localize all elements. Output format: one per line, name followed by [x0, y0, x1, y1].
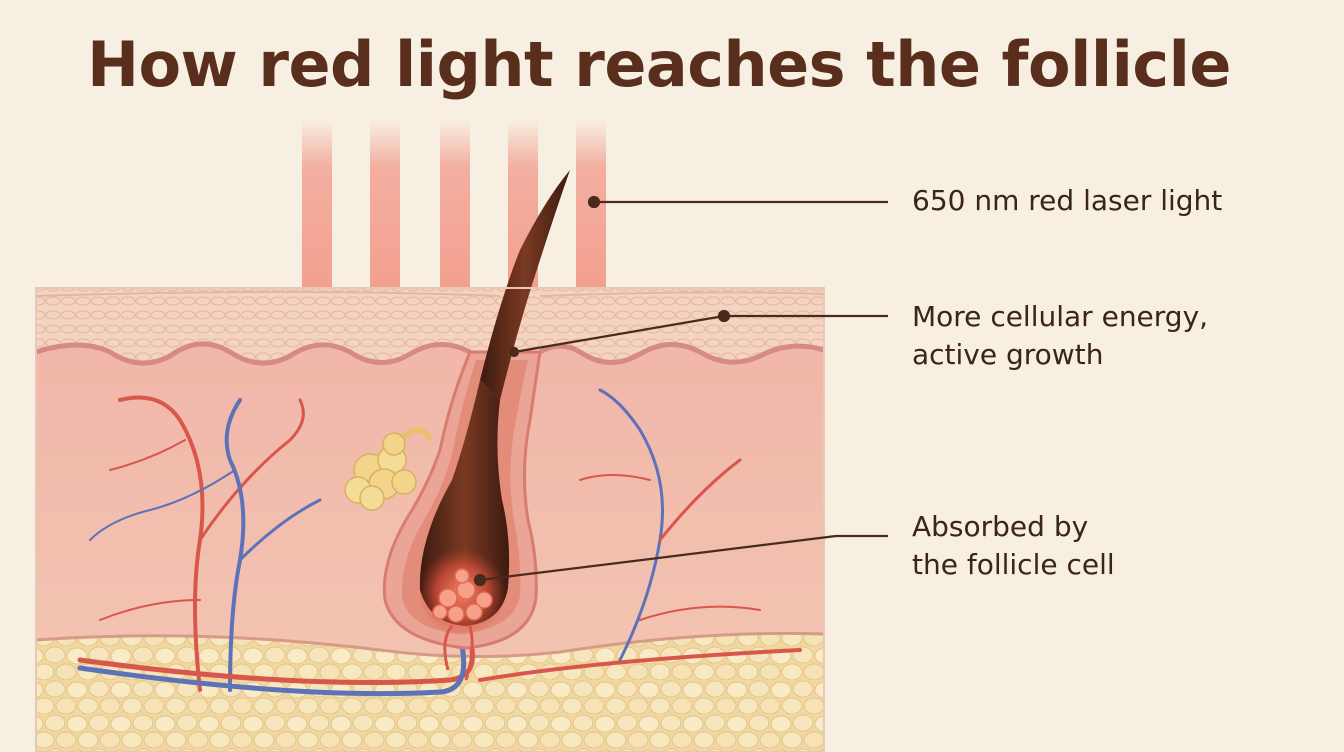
- label-energy-line1: More cellular energy,: [912, 300, 1209, 333]
- epidermis-layer: [36, 288, 824, 364]
- label-absorbed-line2: the follicle cell: [912, 548, 1115, 581]
- leader-absorbed: [479, 534, 837, 582]
- label-absorbed-line1: Absorbed by: [912, 510, 1089, 543]
- label-energy-line2: active growth: [912, 338, 1104, 371]
- label-absorbed-follicle: Absorbed by the follicle cell: [912, 508, 1115, 584]
- laser-beam-1: [302, 120, 332, 310]
- page-title: How red light reaches the follicle: [87, 28, 1231, 101]
- follicle-cells: [432, 568, 493, 623]
- leader-energy-hair-dot: [508, 346, 520, 358]
- label-laser-text: 650 nm red laser light: [912, 184, 1223, 217]
- leader-energy-hair: [513, 314, 725, 354]
- laser-beam-5: [576, 120, 606, 310]
- laser-beam-2: [370, 120, 400, 310]
- label-cellular-energy: More cellular energy, active growth: [912, 298, 1208, 374]
- leader-energy-dot: [717, 309, 731, 323]
- label-laser-light: 650 nm red laser light: [912, 182, 1222, 220]
- callout-leaders: [473, 195, 888, 587]
- blood-vessels-right: [478, 388, 802, 682]
- leader-absorbed-dot: [473, 573, 487, 587]
- leader-laser-dot: [587, 195, 601, 209]
- hair-shaft: [480, 170, 570, 400]
- skin-block-outline: [35, 287, 825, 752]
- laser-beam-3: [440, 120, 470, 310]
- sebaceous-gland: [344, 427, 433, 511]
- laser-beams: [302, 120, 606, 310]
